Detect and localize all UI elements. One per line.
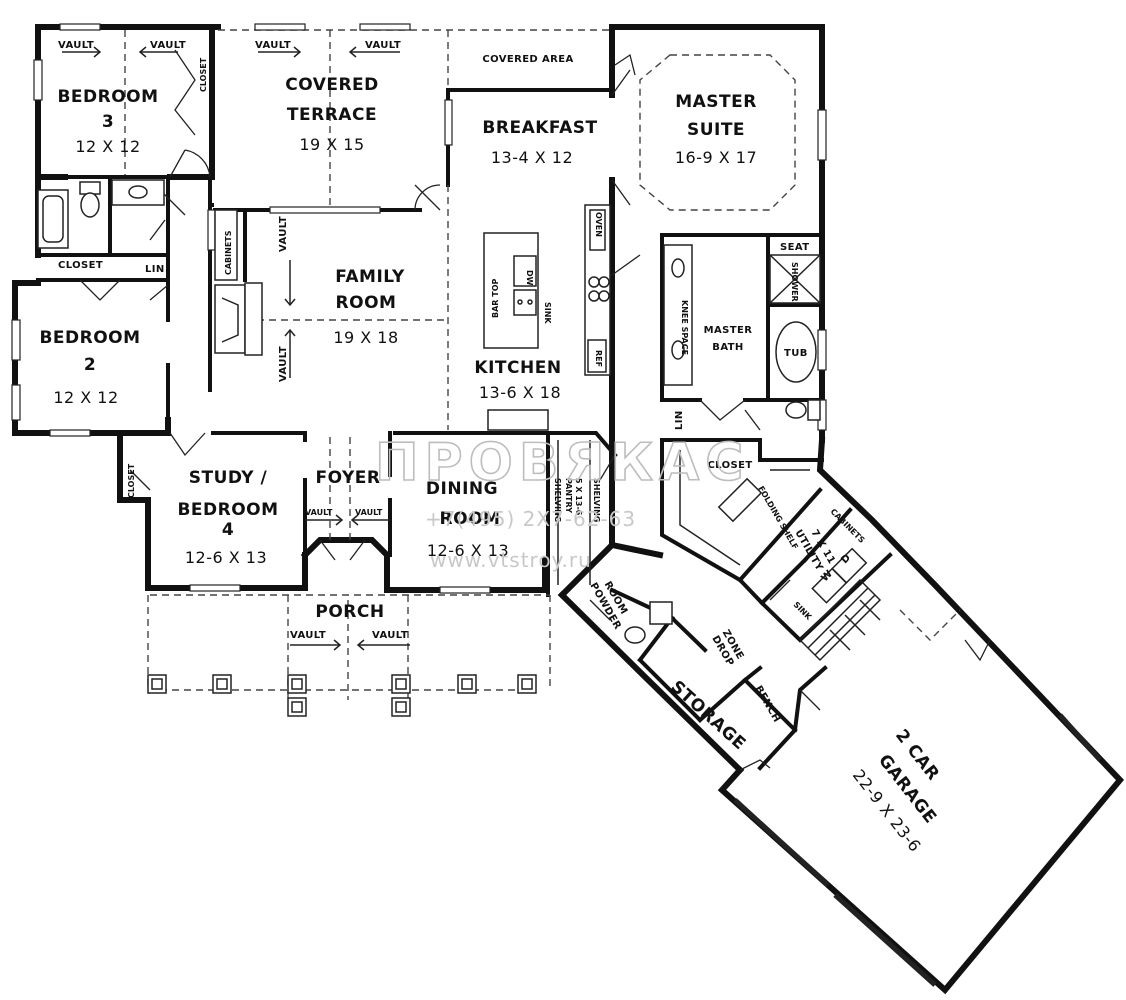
- room-porch: PORCH: [315, 602, 384, 622]
- vault-label: VAULT: [372, 630, 408, 641]
- room-study-bedroom-4: STUDY / BEDROOM 4 12-6 X 13: [177, 468, 278, 567]
- svg-text:ROOM: ROOM: [440, 509, 501, 529]
- dishwasher-label: DW: [525, 270, 534, 286]
- svg-text:13-4 X 12: 13-4 X 12: [491, 148, 573, 167]
- vault-label: VAULT: [278, 346, 289, 382]
- room-dining: DINING ROOM 12-6 X 13: [426, 479, 509, 560]
- bar-top-label: BAR TOP: [491, 279, 500, 318]
- room-pantry: PANTRY 5 X 13-6: [564, 478, 583, 516]
- room-garage: 2 CAR GARAGE 22-9 X 23-6: [849, 726, 943, 856]
- covered-area-label: COVERED AREA: [482, 54, 573, 65]
- room-drop-zone: DROP ZONE: [709, 628, 745, 668]
- sink-label: SINK: [543, 302, 552, 324]
- svg-text:5 X 13-6: 5 X 13-6: [574, 478, 583, 516]
- room-master-suite: MASTER SUITE 16-9 X 17: [675, 92, 757, 167]
- linen-label: LIN: [145, 264, 165, 275]
- watermark-site: www.vtstroy.ru: [430, 548, 592, 572]
- room-foyer: FOYER: [316, 468, 381, 488]
- vault-label: VAULT: [58, 40, 94, 51]
- svg-text:16-9 X 17: 16-9 X 17: [675, 148, 757, 167]
- svg-text:4: 4: [222, 520, 234, 540]
- svg-text:BEDROOM: BEDROOM: [177, 500, 278, 520]
- vault-label: VAULT: [355, 508, 383, 517]
- closet-label: CLOSET: [58, 260, 103, 271]
- vault-label: VAULT: [365, 40, 401, 51]
- svg-text:BREAKFAST: BREAKFAST: [482, 118, 597, 138]
- svg-text:SUITE: SUITE: [687, 120, 745, 140]
- room-master-closet: CLOSET: [707, 460, 752, 471]
- room-kitchen: KITCHEN 13-6 X 18: [474, 358, 561, 402]
- vault-label: VAULT: [150, 40, 186, 51]
- vault-label: VAULT: [255, 40, 291, 51]
- closet-label: CLOSET: [199, 57, 208, 92]
- svg-text:KITCHEN: KITCHEN: [474, 358, 561, 378]
- svg-text:3: 3: [102, 112, 114, 132]
- svg-text:12-6 X 13: 12-6 X 13: [427, 541, 509, 560]
- toilet-icon: [79, 181, 101, 195]
- closet-label: CLOSET: [127, 463, 136, 498]
- vault-label: VAULT: [278, 216, 289, 252]
- svg-text:PANTRY: PANTRY: [564, 478, 573, 513]
- svg-text:MASTER: MASTER: [704, 325, 753, 336]
- room-master-bath: MASTER BATH: [704, 325, 753, 353]
- room-family-room: FAMILY ROOM 19 X 18: [333, 267, 405, 347]
- shower-label: SHOWER: [790, 262, 799, 302]
- windows: [11, 23, 1102, 987]
- shelving-label: SHELVING: [592, 478, 601, 522]
- svg-text:MASTER: MASTER: [675, 92, 757, 112]
- room-covered-terrace: COVERED TERRACE 19 X 15: [285, 75, 379, 154]
- cabinets-label: CABINETS: [224, 230, 233, 275]
- shelving-label: SHELVING: [553, 478, 562, 522]
- svg-text:FAMILY: FAMILY: [335, 267, 405, 287]
- svg-text:BATH: BATH: [712, 342, 743, 353]
- svg-text:COVERED: COVERED: [285, 75, 379, 95]
- svg-text:19 X 15: 19 X 15: [299, 135, 364, 154]
- tub-icon: [775, 321, 817, 383]
- watermark-brand: ПРОВЯКАС: [375, 433, 749, 493]
- room-bedroom-3: BEDROOM 3 12 X 12: [57, 87, 158, 156]
- svg-text:BEDROOM: BEDROOM: [39, 328, 140, 348]
- sink-label: SINK: [792, 600, 814, 622]
- oven-label: OVEN: [594, 212, 603, 237]
- svg-text:12-6 X 13: 12-6 X 13: [185, 548, 267, 567]
- room-bench: BENCH: [752, 684, 782, 725]
- vault-arrows: [62, 46, 410, 651]
- tub-label: TUB: [784, 348, 808, 359]
- svg-text:STUDY /: STUDY /: [189, 468, 268, 488]
- refrigerator-label: REF: [594, 350, 603, 367]
- watermark-phone: +7(495) 2X7-62-63: [425, 507, 636, 531]
- stairs: [799, 578, 882, 662]
- seat-label: SEAT: [780, 242, 809, 253]
- svg-text:DINING: DINING: [426, 479, 498, 499]
- fixtures: [37, 179, 882, 662]
- linen-label: LIN: [674, 410, 685, 430]
- doors: [79, 49, 991, 771]
- svg-text:2: 2: [84, 355, 96, 375]
- watermark: ПРОВЯКАС +7(495) 2X7-62-63 www.vtstroy.r…: [374, 432, 749, 572]
- svg-text:ROOM: ROOM: [336, 293, 397, 313]
- vault-label: VAULT: [290, 630, 326, 641]
- room-bedroom-2: BEDROOM 2 12 X 12: [39, 328, 140, 407]
- svg-text:13-6 X 18: 13-6 X 18: [479, 383, 561, 402]
- room-breakfast: BREAKFAST 13-4 X 12: [482, 118, 597, 167]
- svg-text:19 X 18: 19 X 18: [333, 328, 398, 347]
- svg-text:12 X 12: 12 X 12: [75, 137, 140, 156]
- svg-text:12 X 12: 12 X 12: [53, 388, 118, 407]
- vault-label: VAULT: [305, 508, 333, 517]
- knee-space-label: KNEE SPACE: [680, 300, 689, 355]
- fireplace-icon: [214, 284, 246, 354]
- porch-posts: [147, 674, 537, 717]
- svg-text:BEDROOM: BEDROOM: [57, 87, 158, 107]
- svg-text:TERRACE: TERRACE: [287, 105, 377, 125]
